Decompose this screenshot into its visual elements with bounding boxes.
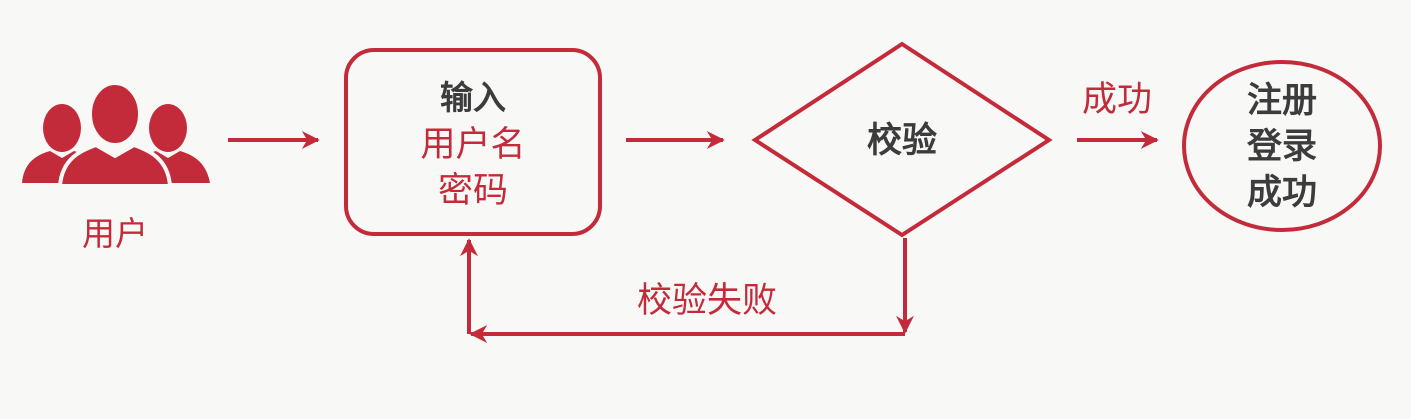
result-circle-shape xyxy=(1182,60,1382,232)
input-box-title: 输入 xyxy=(440,78,506,117)
input-box-line2: 密码 xyxy=(437,171,508,211)
decision-diamond-shape xyxy=(751,41,1053,238)
input-box-shape xyxy=(344,48,602,236)
users-group-icon xyxy=(22,81,210,188)
decision-label: 校验 xyxy=(866,121,937,161)
result-line1: 注册 xyxy=(1246,81,1317,121)
user-label: 用户 xyxy=(82,214,148,253)
result-line3: 成功 xyxy=(1246,173,1317,213)
fail-label: 校验失败 xyxy=(636,281,777,321)
success-label: 成功 xyxy=(1081,80,1152,120)
result-line2: 登录 xyxy=(1246,127,1317,167)
input-box-line1: 用户名 xyxy=(420,125,526,165)
